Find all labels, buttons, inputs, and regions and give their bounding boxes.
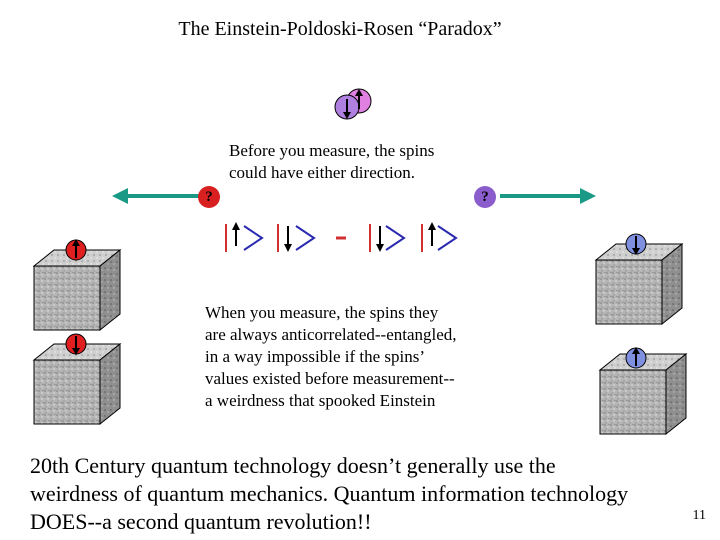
question-right-icon: ? <box>474 186 496 208</box>
bottom-text-line-3: DOES--a second quantum revolution!! <box>30 509 372 534</box>
detector-cube-left-top <box>32 239 122 332</box>
arrow-up-icon <box>625 347 647 369</box>
detector-cube-left-bottom <box>32 333 122 426</box>
after-caption: When you measure, the spins they are alw… <box>205 302 457 412</box>
arrow-down-icon <box>65 333 87 355</box>
left-arrow-icon <box>112 188 208 204</box>
after-caption-line-3: in a way impossible if the spins’ <box>205 347 426 366</box>
arrow-down-icon <box>625 233 647 255</box>
before-caption-line-2: could have either direction. <box>229 163 415 182</box>
ket-expression <box>225 222 458 252</box>
before-caption-line-1: Before you measure, the spins <box>229 141 435 160</box>
detector-cube-right-top <box>594 233 684 326</box>
bottom-text-line-2: weirdness of quantum mechanics. Quantum … <box>30 481 629 506</box>
right-arrow-icon <box>500 188 596 204</box>
after-caption-line-5: a weirdness that spooked Einstein <box>205 391 436 410</box>
before-caption: Before you measure, the spins could have… <box>229 140 434 184</box>
after-caption-line-4: values existed before measurement-- <box>205 369 455 388</box>
page-number: 11 <box>692 508 706 523</box>
question-left-icon: ? <box>198 186 220 208</box>
slide-title: The Einstein-Poldoski-Rosen “Paradox” <box>178 18 502 40</box>
bottom-text-line-1: 20th Century quantum technology doesn’t … <box>30 453 556 478</box>
after-caption-line-2: are always anticorrelated--entangled, <box>205 325 457 344</box>
paired-spin-icon <box>334 88 372 120</box>
after-caption-line-1: When you measure, the spins they <box>205 303 439 322</box>
arrow-up-icon <box>65 239 87 261</box>
bottom-text: 20th Century quantum technology doesn’t … <box>30 452 628 536</box>
detector-cube-right-bottom <box>598 347 688 436</box>
